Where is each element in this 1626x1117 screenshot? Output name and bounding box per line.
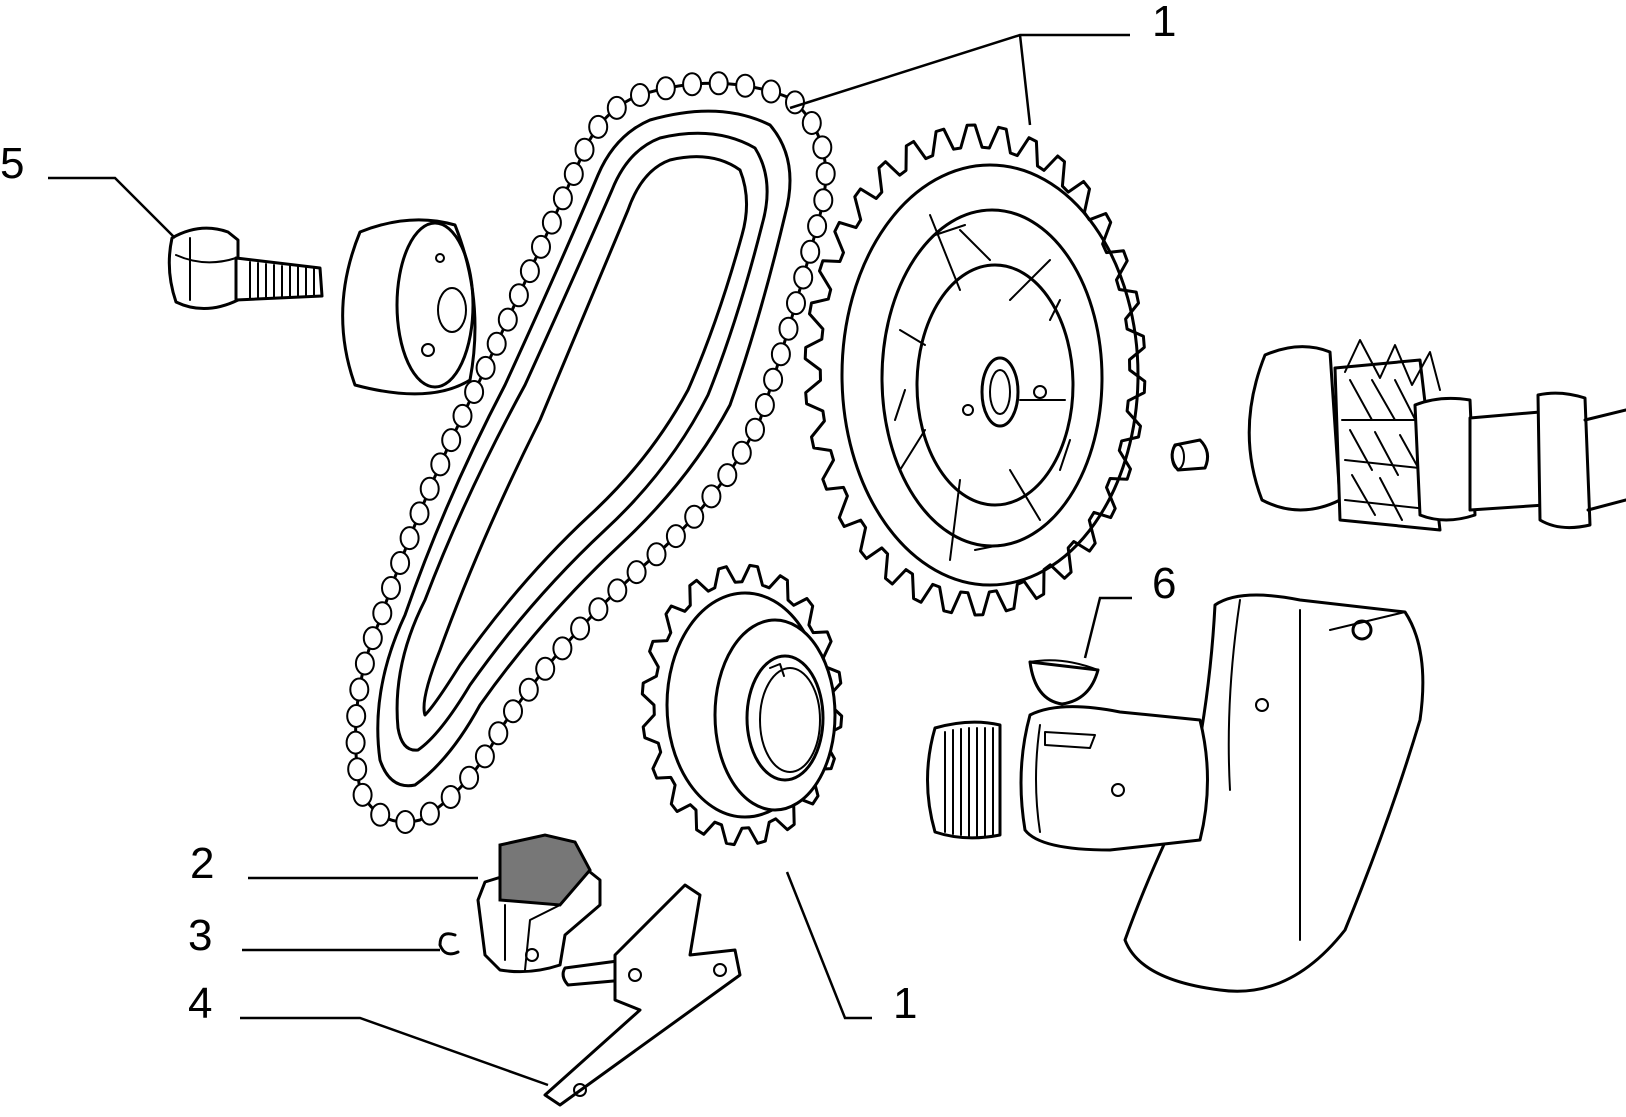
chain-roller <box>395 810 416 834</box>
callout-chain-top: 1 <box>1152 0 1176 46</box>
callout-woodruff-key: 6 <box>1152 559 1176 608</box>
chain-roller <box>519 259 540 284</box>
chain-roller <box>474 744 495 769</box>
chain-roller <box>735 73 756 98</box>
chain-roller <box>563 162 584 186</box>
chain-roller <box>606 95 627 120</box>
chain-roller <box>717 463 738 488</box>
chain-roller <box>754 393 775 417</box>
chain-roller <box>381 576 401 600</box>
chain-roller <box>570 616 591 641</box>
chain-roller <box>655 76 676 101</box>
timing-chain <box>345 71 836 834</box>
chain-roller <box>574 137 595 162</box>
leader-5 <box>48 176 176 239</box>
chain-roller <box>464 380 485 404</box>
chain-tensioner-shoe <box>476 833 602 974</box>
callout-tensioner-shoe: 2 <box>190 839 214 888</box>
callout-chain-bottom: 1 <box>893 979 917 1028</box>
crankshaft <box>926 593 1425 993</box>
chain-roller <box>508 283 529 308</box>
chain-roller <box>409 501 430 526</box>
chain-roller <box>813 188 834 213</box>
chain-roller <box>531 234 551 259</box>
chain-roller <box>626 560 647 585</box>
chain-roller <box>665 524 686 549</box>
chain-roller <box>347 757 368 782</box>
chain-roller <box>372 601 393 626</box>
leader-1-bottom <box>785 871 872 1020</box>
chain-roller <box>518 677 539 702</box>
chain-roller <box>607 578 628 603</box>
chain-roller <box>352 782 373 807</box>
chain-roller <box>745 417 765 442</box>
woodruff-key <box>1028 659 1100 706</box>
chain-roller <box>731 440 752 465</box>
dowel-pin <box>1170 438 1210 472</box>
chain-roller <box>535 656 556 681</box>
chain-roller <box>801 111 822 135</box>
chain-roller <box>761 79 782 104</box>
chain-roller <box>552 636 573 661</box>
chain-roller <box>399 526 420 551</box>
chain-roller <box>770 342 791 367</box>
chain-roller <box>346 704 367 728</box>
chain-roller <box>763 367 784 392</box>
chain-roller <box>541 210 562 235</box>
chain-roller <box>441 428 462 453</box>
chain-roller <box>419 801 440 826</box>
chain-roller <box>807 214 828 239</box>
chain-roller <box>488 721 509 746</box>
callout-bolt: 5 <box>0 139 24 188</box>
callout-circlip: 3 <box>188 911 212 960</box>
chain-roller <box>684 504 705 529</box>
chain-roller <box>354 651 375 676</box>
chain-roller <box>419 476 440 501</box>
camshaft-bolt <box>167 226 324 311</box>
callout-bracket: 4 <box>188 979 212 1028</box>
crankshaft-sprocket <box>640 563 844 847</box>
camshaft-hub-spacer <box>341 218 477 396</box>
chain-roller <box>486 331 507 356</box>
camshaft-sprocket <box>803 123 1147 617</box>
chain-roller <box>349 677 370 702</box>
chain-roller <box>682 72 703 97</box>
camshaft <box>1247 339 1626 532</box>
chain-roller <box>588 114 609 139</box>
chain-roller <box>646 542 667 567</box>
chain-roller <box>588 597 609 622</box>
chain-roller <box>475 355 496 380</box>
callout-labels: 1 5 6 2 3 4 1 <box>0 0 1176 1028</box>
chain-roller <box>440 785 461 809</box>
chain-roller <box>459 765 480 790</box>
chain-roller <box>800 239 821 264</box>
chain-roller <box>701 484 722 509</box>
chain-roller <box>793 265 814 290</box>
chain-roller <box>812 135 833 160</box>
chain-roller <box>785 90 805 115</box>
chain-roller <box>503 699 523 724</box>
chain-roller <box>630 83 650 107</box>
chain-roller <box>815 161 836 186</box>
circlip <box>438 932 460 956</box>
chain-roller <box>497 307 518 332</box>
leader-1-top <box>789 33 1130 126</box>
tensioner-bracket <box>543 883 742 1107</box>
chain-roller <box>430 452 451 477</box>
leader-4 <box>240 1016 549 1087</box>
chain-roller <box>362 626 383 651</box>
chain-roller <box>370 802 391 827</box>
chain-roller <box>552 186 573 211</box>
chain-roller <box>778 316 799 341</box>
chain-roller <box>708 71 729 96</box>
chain-roller <box>786 291 806 316</box>
chain-roller <box>390 551 411 575</box>
leader-lines <box>48 33 1132 1087</box>
chain-roller <box>452 403 473 428</box>
chain-rollers <box>345 71 836 834</box>
chain-roller <box>345 730 366 755</box>
leader-6 <box>1083 596 1132 659</box>
